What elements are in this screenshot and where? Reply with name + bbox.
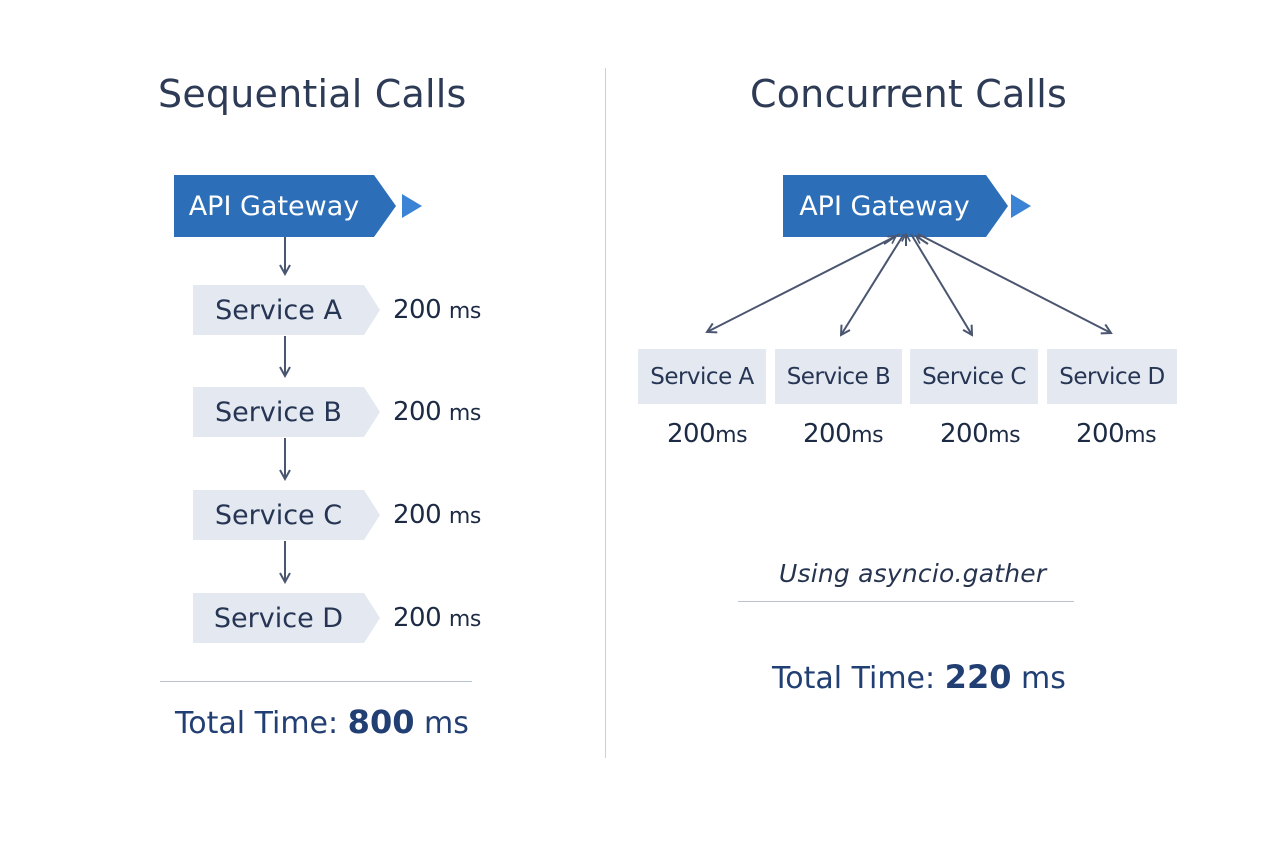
sequential-api-gateway: API Gateway <box>174 175 396 237</box>
sequential-service-c: Service C <box>193 490 380 540</box>
concurrent-service-a: Service A <box>638 349 766 404</box>
con-arrow-to-c <box>910 233 972 335</box>
con-return-arrow-right <box>916 236 929 245</box>
concurrent-service-b-time: 200ms <box>803 419 884 449</box>
concurrent-gateway-arrow-tip <box>1011 194 1031 218</box>
sequential-service-b-time: 200 ms <box>393 397 481 427</box>
sequential-service-a: Service A <box>193 285 380 335</box>
sequential-total-time: Total Time: 800 ms <box>175 703 469 741</box>
panel-divider <box>605 68 606 758</box>
con-arrow-to-b <box>841 233 905 335</box>
con-arrow-to-d <box>917 233 1111 333</box>
concurrent-service-d: Service D <box>1047 349 1177 404</box>
con-return-arrow-left <box>883 236 896 245</box>
concurrent-service-c: Service C <box>910 349 1038 404</box>
concurrent-service-b: Service B <box>775 349 902 404</box>
concurrent-service-d-time: 200ms <box>1076 419 1157 449</box>
sequential-service-c-time: 200 ms <box>393 500 481 530</box>
concurrent-note: Using asyncio.gather <box>779 559 1047 588</box>
sequential-service-d-time: 200 ms <box>393 603 481 633</box>
concurrent-api-gateway: API Gateway <box>783 175 1008 237</box>
concurrent-service-a-time: 200ms <box>667 419 748 449</box>
sequential-service-d: Service D <box>193 593 380 643</box>
sequential-service-a-time: 200 ms <box>393 295 481 325</box>
con-arrow-to-a <box>707 233 901 332</box>
concurrent-service-c-time: 200ms <box>940 419 1021 449</box>
concurrent-title: Concurrent Calls <box>750 72 1067 116</box>
sequential-service-b: Service B <box>193 387 380 437</box>
sequential-title: Sequential Calls <box>158 72 467 116</box>
concurrent-note-rule <box>738 601 1074 602</box>
concurrent-total-time: Total Time: 220 ms <box>772 658 1066 696</box>
sequential-total-rule <box>160 681 472 682</box>
sequential-gateway-arrow-tip <box>402 194 422 218</box>
